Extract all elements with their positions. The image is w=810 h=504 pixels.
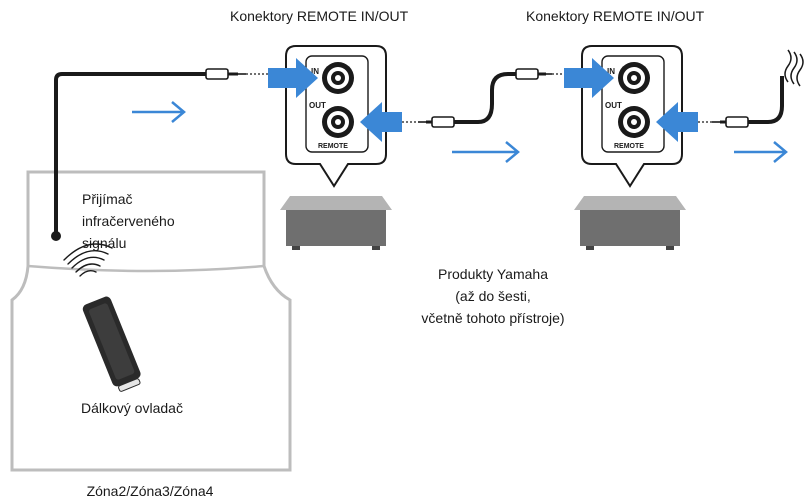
connector-label-right: Konektory REMOTE IN/OUT <box>526 8 705 24</box>
yamaha-products-caption-line: Produkty Yamaha <box>438 266 548 282</box>
yamaha-product-icon <box>280 196 392 250</box>
zone-room-outline <box>10 170 292 472</box>
yamaha-products-caption-line: (až do šesti, <box>455 288 531 304</box>
ir-receiver-label: Přijímač infračerveného signálu <box>82 188 175 254</box>
remote-in-jack[interactable] <box>618 62 650 94</box>
out-arrow-icon <box>656 102 698 142</box>
cable-continues-icon <box>784 49 804 87</box>
remote-out-jack[interactable] <box>618 106 650 138</box>
remote-out-jack[interactable] <box>322 106 354 138</box>
ir-receiver-label-line: signálu <box>82 235 127 251</box>
jack-label-out: OUT <box>605 101 622 110</box>
outgoing-cable <box>748 76 784 124</box>
connector-label-left: Konektory REMOTE IN/OUT <box>230 8 409 24</box>
remote-label: Dálkový ovladač <box>81 400 183 416</box>
remote-control-icon <box>82 296 141 392</box>
jack-label-panel: REMOTE <box>318 143 348 150</box>
in-arrow-icon <box>268 58 318 98</box>
jack-label-panel: REMOTE <box>614 143 644 150</box>
ir-signal-icon <box>63 243 113 277</box>
mini-plug-icon <box>418 116 455 128</box>
out-arrow-icon <box>360 102 402 142</box>
jack-label-out: OUT <box>309 101 326 110</box>
link-cable <box>454 72 518 124</box>
zone-room-wall-line <box>27 264 265 273</box>
receiver-cable <box>54 72 208 238</box>
signal-flow-arrow-icon <box>132 101 186 123</box>
jack-label-in: IN <box>311 67 319 76</box>
remote-in-jack[interactable] <box>322 62 354 94</box>
yamaha-products-caption-line: včetně tohoto přístroje) <box>421 310 565 326</box>
yamaha-product-icon <box>574 196 686 250</box>
ir-receiver-label-line: infračerveného <box>82 213 175 229</box>
yamaha-products-caption: Produkty Yamaha (až do šesti, včetně toh… <box>393 263 593 329</box>
mini-plug-icon <box>205 68 246 80</box>
signal-flow-arrow-icon <box>452 141 520 163</box>
mini-plug-icon <box>712 116 749 128</box>
jack-label-in: IN <box>607 67 615 76</box>
signal-flow-arrow-icon <box>734 141 788 163</box>
in-arrow-icon <box>564 58 614 98</box>
zones-label: Zóna2/Zóna3/Zóna4 <box>86 483 214 499</box>
mini-plug-icon <box>515 68 552 80</box>
ir-receiver-label-line: Přijímač <box>82 191 133 207</box>
infrared-receiver-icon <box>51 231 61 241</box>
